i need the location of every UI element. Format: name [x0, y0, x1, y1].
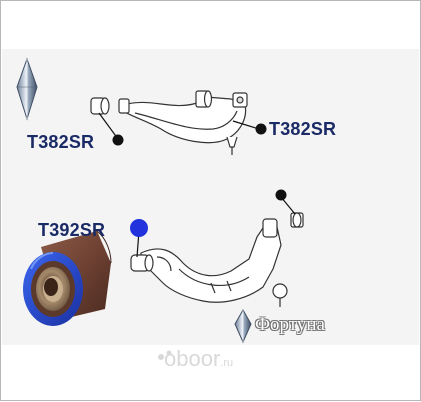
bushing-product-icon: [23, 230, 112, 326]
top-band: [2, 2, 419, 49]
watermark-dots: [158, 350, 172, 360]
upper-markers: [98, 112, 267, 146]
part-label-upper-left: T382SR: [27, 132, 95, 152]
marker-dot-lower-right: [275, 189, 287, 201]
watermark-name: oboor: [164, 346, 221, 371]
site-watermark: oboor.ru: [164, 346, 233, 372]
marker-dot-upper-right: [255, 123, 267, 135]
marker-dot-upper-left: [112, 134, 124, 146]
lower-markers: [130, 189, 296, 258]
lower-control-arm: [130, 212, 304, 307]
diamond-logo-icon: [16, 57, 38, 121]
diamond-logo-icon: [234, 308, 252, 344]
part-label-lower: T392SR: [38, 220, 106, 240]
part-label-upper-right: T382SR: [269, 119, 337, 139]
marker-dot-lower-blue: [130, 219, 148, 237]
brand-name: Фортуна: [255, 314, 325, 335]
upper-control-arm: [90, 90, 248, 155]
watermark-tld: .ru: [220, 357, 234, 369]
